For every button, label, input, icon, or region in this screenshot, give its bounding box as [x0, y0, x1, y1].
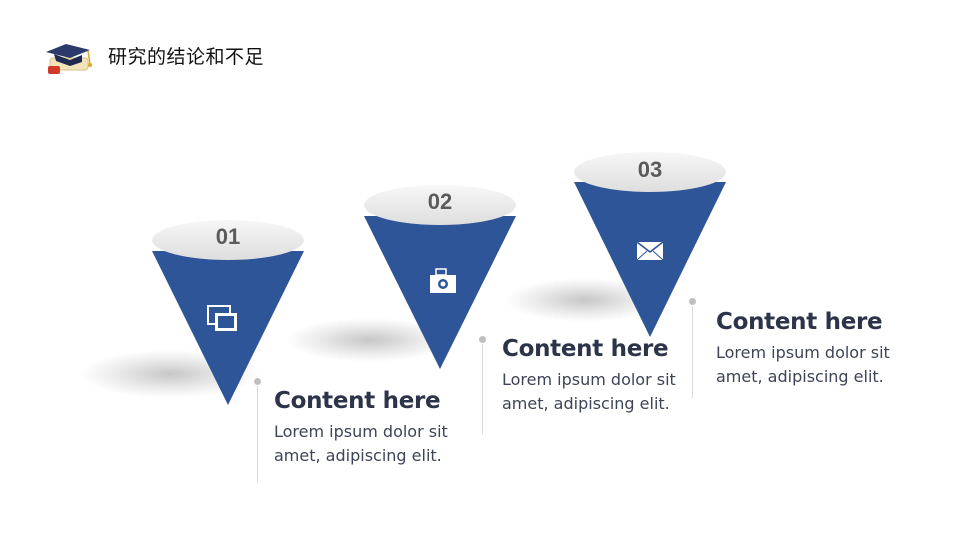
divider-line: [482, 344, 483, 434]
divider-line: [257, 386, 258, 482]
marker-dot: [689, 298, 696, 305]
cone-2: 02: [285, 185, 516, 369]
marker-dot: [254, 378, 261, 385]
cone-number: 01: [216, 224, 240, 249]
content-heading: Content here: [502, 336, 669, 362]
cone-number: 03: [638, 157, 662, 182]
content-heading: Content here: [274, 388, 441, 414]
divider-line: [692, 306, 693, 398]
marker-dot: [479, 336, 486, 343]
page-title: 研究的结论和不足: [108, 46, 265, 68]
cone-3: 03: [505, 152, 726, 337]
content-body: Lorem ipsum dolor sit amet, adipiscing e…: [502, 370, 676, 413]
cone-number: 02: [428, 189, 452, 214]
graduation-cap-icon: [44, 38, 100, 78]
camera-icon: [430, 268, 456, 293]
envelope-icon: [636, 241, 664, 261]
content-body: Lorem ipsum dolor sit amet, adipiscing e…: [716, 343, 890, 386]
header: [44, 38, 100, 78]
cone-1: 01: [80, 220, 304, 405]
photos-icon: [207, 305, 237, 331]
content-heading: Content here: [716, 309, 883, 335]
content-body: Lorem ipsum dolor sit amet, adipiscing e…: [274, 422, 448, 465]
